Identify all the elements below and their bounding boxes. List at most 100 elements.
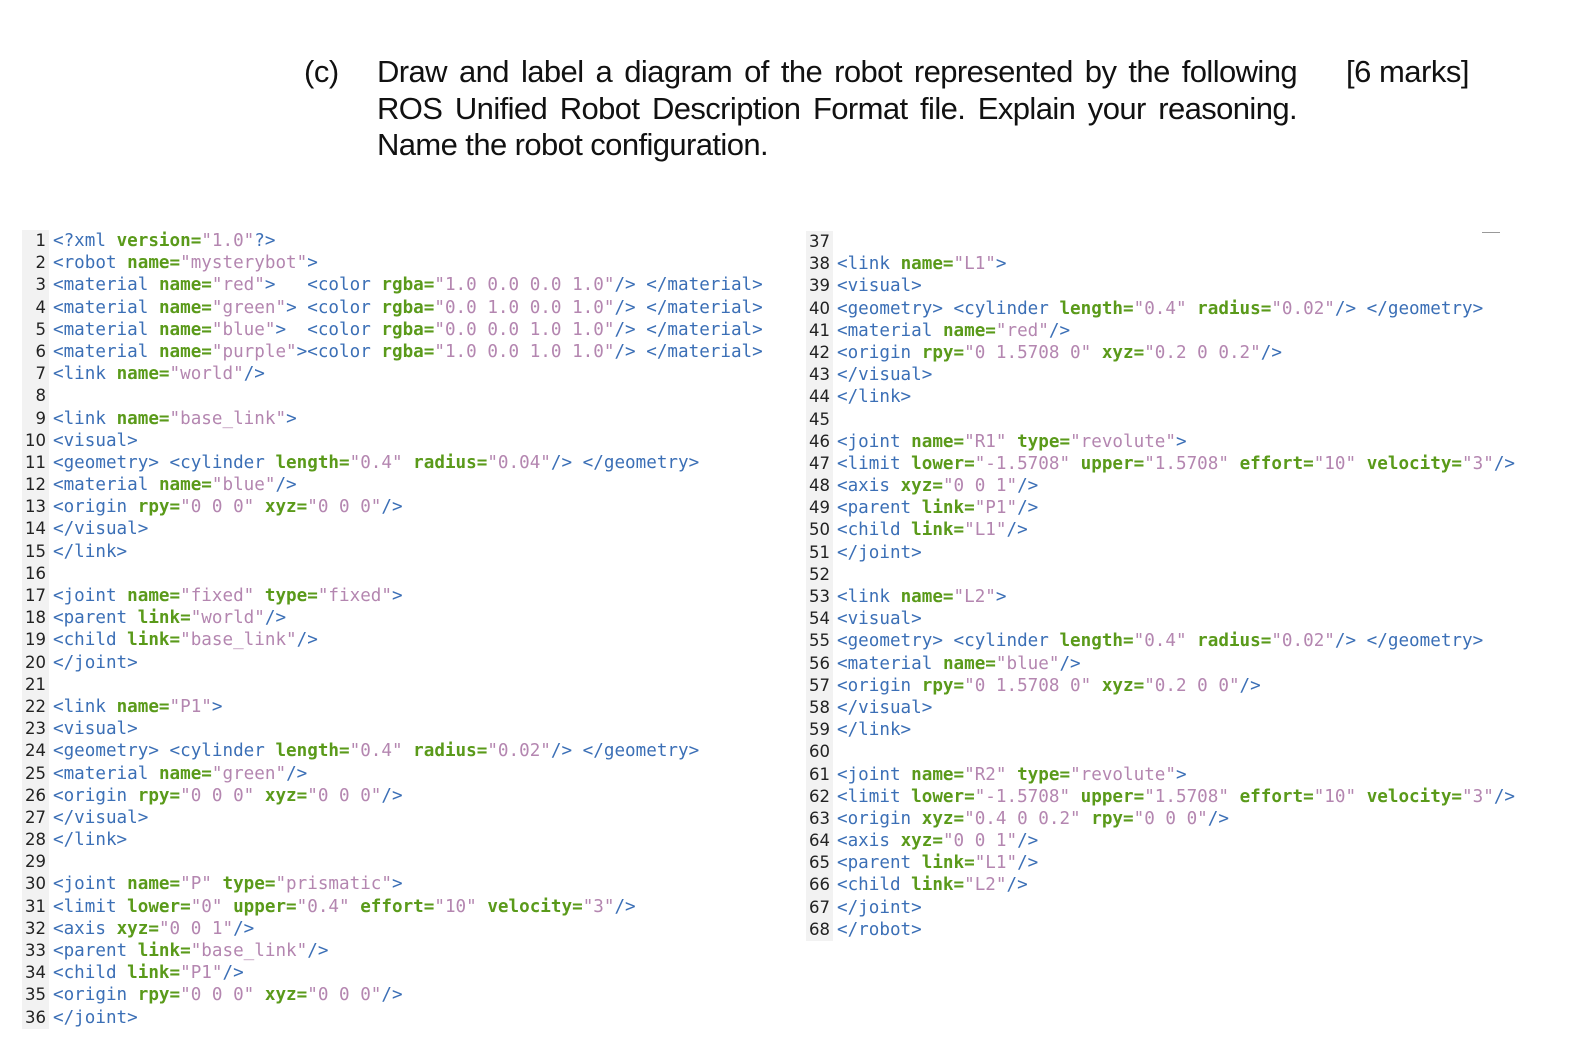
line-number: 60: [806, 741, 833, 764]
token-tag: <material: [53, 475, 159, 496]
token-tag: <link: [53, 408, 117, 429]
token-attr: xyz=: [900, 476, 943, 497]
token-tag: <material: [53, 275, 159, 296]
token-attr: upper=: [233, 896, 297, 917]
token-tag: <link: [53, 696, 117, 717]
line-number: 32: [22, 917, 49, 940]
code-text: <geometry> <cylinder length="0.4" radius…: [49, 452, 699, 474]
token-attr: name=: [127, 253, 181, 274]
token-tag: />: [381, 497, 403, 518]
token-str: "0 0 0": [180, 985, 265, 1006]
token-tag: <axis: [53, 918, 117, 939]
line-number: 64: [806, 830, 833, 853]
token-tag: />: [275, 475, 297, 496]
token-tag: <link: [837, 587, 901, 607]
code-text: <origin rpy="0 0 0" xyz="0 0 0"/>: [49, 984, 403, 1006]
code-text: </visual>: [49, 518, 148, 540]
code-text: <parent link="base_link"/>: [49, 940, 328, 962]
token-tag: </visual>: [53, 519, 149, 540]
line-number: 34: [22, 962, 49, 985]
token-tag: <geometry> <cylinder: [837, 631, 1060, 652]
code-text: <axis xyz="0 0 1"/>: [49, 918, 254, 940]
token-attr: xyz=: [900, 831, 943, 852]
line-number: 10: [22, 429, 49, 452]
code-line: 46<joint name="R1" type="revolute">: [806, 430, 1515, 453]
token-str: "L1": [964, 520, 1007, 541]
token-str: "P": [180, 874, 223, 895]
code-text: <material name="purple"><color rgba="1.0…: [49, 341, 763, 363]
token-attr: velocity=: [1366, 453, 1463, 474]
token-str: "blue": [995, 653, 1060, 674]
token-tag: <joint: [837, 431, 912, 452]
token-tag: <joint: [53, 586, 128, 606]
token-str: "1.0": [201, 231, 255, 251]
token-attr: length=: [275, 741, 350, 762]
token-str: "0 0 1": [942, 476, 1018, 497]
token-tag: />: [233, 918, 255, 939]
code-line: 14</visual>: [22, 518, 763, 541]
code-text: <visual>: [49, 718, 138, 740]
token-str: "-1.5708": [974, 786, 1081, 807]
code-text: <limit lower="-1.5708" upper="1.5708" ef…: [833, 453, 1515, 475]
code-line: 47<limit lower="-1.5708" upper="1.5708" …: [806, 452, 1515, 476]
token-tag: /> </geometry>: [1334, 298, 1484, 319]
code-text: </link>: [49, 829, 127, 851]
token-str: "blue": [211, 475, 276, 496]
token-tag: />: [1017, 831, 1039, 852]
token-tag: /> </material>: [614, 297, 763, 318]
token-str: "10": [1313, 453, 1367, 474]
token-tag: >: [995, 254, 1007, 275]
code-line: 45: [806, 408, 1515, 431]
token-tag: <origin: [53, 785, 138, 806]
token-attr: effort=: [1239, 786, 1314, 807]
token-str: "world": [169, 364, 244, 385]
code-text: </link>: [833, 386, 911, 408]
token-tag: <material: [837, 653, 943, 674]
code-line: 13<origin rpy="0 0 0" xyz="0 0 0"/>: [22, 496, 763, 519]
token-tag: </link>: [53, 830, 128, 851]
code-text: <material name="blue"> <color rgba="0.0 …: [49, 319, 763, 341]
code-line: 43</visual>: [806, 364, 1515, 387]
token-tag: <visual>: [837, 276, 922, 297]
token-str: "1.0 0.0 0.0 1.0": [434, 275, 615, 296]
line-number: 39: [806, 275, 833, 298]
code-text: <child link="P1"/>: [49, 962, 244, 984]
code-line: 61<joint name="R2" type="revolute">: [806, 763, 1515, 786]
line-number: 56: [806, 652, 833, 675]
token-str: "-1.5708": [974, 453, 1081, 474]
code-line: 53<link name="L2">: [806, 586, 1515, 609]
code-line: 67</joint>: [806, 896, 1515, 919]
code-line: 41<material name="red"/>: [806, 319, 1515, 342]
token-tag: /> </material>: [614, 341, 763, 362]
token-attr: lower=: [911, 786, 975, 807]
code-line: 54<visual>: [806, 608, 1515, 631]
code-line: 24<geometry> <cylinder length="0.4" radi…: [22, 740, 763, 763]
token-attr: link=: [137, 941, 191, 961]
token-attr: name=: [158, 319, 212, 340]
code-line: 18<parent link="world"/>: [22, 607, 763, 630]
token-tag: <link: [837, 254, 901, 275]
token-str: "0 0 1": [942, 831, 1018, 852]
line-number: 27: [22, 806, 49, 830]
code-text: <origin rpy="0 0 0" xyz="0 0 0"/>: [49, 496, 403, 518]
token-tag: />: [381, 785, 403, 806]
token-str: "0 0 0": [180, 497, 265, 518]
line-number: 68: [806, 918, 833, 941]
line-number: 5: [22, 318, 49, 341]
token-tag: />: [1017, 853, 1039, 874]
code-line: 25<material name="green"/>: [22, 762, 763, 785]
token-tag: <parent: [837, 498, 922, 519]
code-line: 9<link name="base_link">: [22, 407, 763, 430]
code-text: <origin rpy="0 1.5708 0" xyz="0.2 0 0"/>: [833, 675, 1261, 697]
code-line: 16: [22, 562, 763, 585]
token-attr: rgba=: [381, 297, 435, 318]
token-tag: <parent: [837, 853, 922, 874]
line-number: 29: [22, 851, 49, 874]
token-tag: >: [211, 696, 223, 717]
divider-mark: [1482, 232, 1500, 233]
line-number: 23: [22, 718, 49, 741]
code-line: 17<joint name="fixed" type="fixed">: [22, 585, 763, 608]
token-str: "0 0 0": [307, 497, 382, 518]
token-str: "revolute": [1070, 764, 1176, 785]
